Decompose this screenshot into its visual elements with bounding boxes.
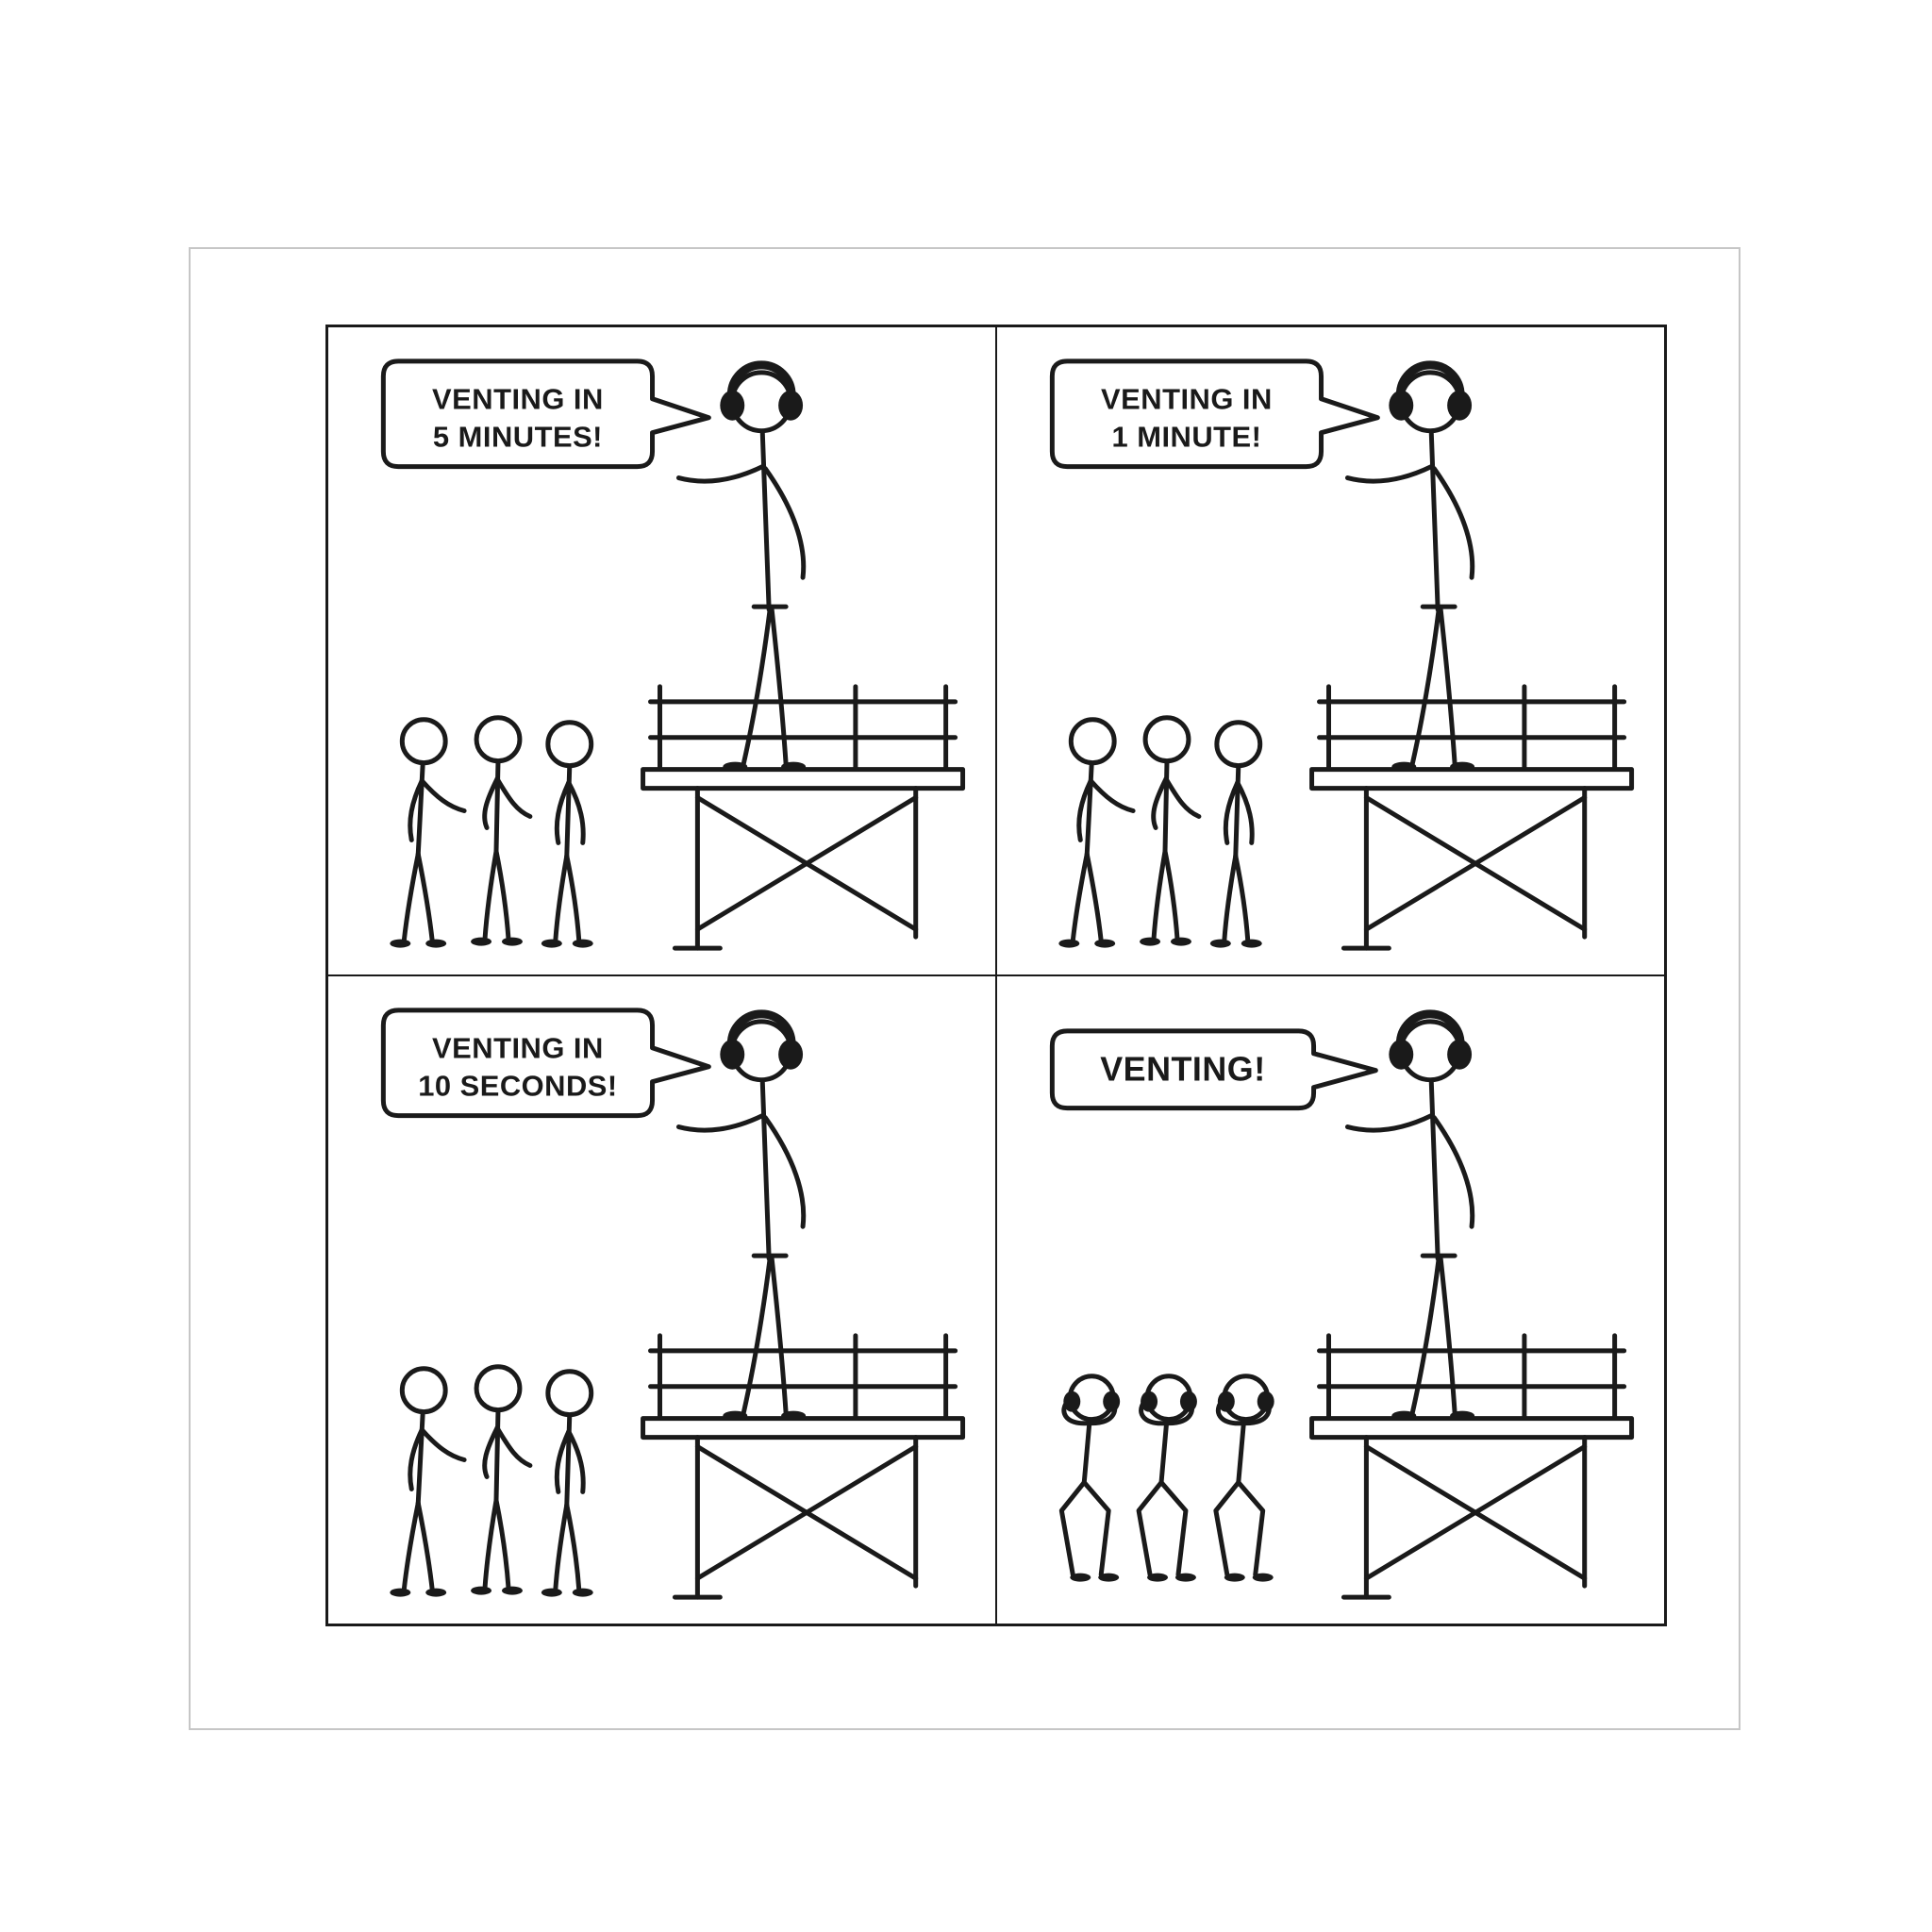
speech-bubble-line-1: VENTING IN [432,1032,604,1065]
panel-2-scene: VENTING IN 1 MINUTE! [997,327,1664,974]
comic-panel-3: VENTING IN 10 SECONDS! [327,975,996,1624]
bystanders-standing [390,1367,592,1597]
speech-bubble-line-2: 10 SECONDS! [418,1070,617,1103]
scaffold [643,1336,963,1597]
scaffold [1312,1336,1632,1597]
speech-bubble-line-1: VENTING! [1100,1051,1265,1089]
panel-3-scene: VENTING IN 10 SECONDS! [328,976,995,1624]
speech-bubble-line-2: 1 MINUTE! [1111,421,1261,454]
speech-bubble-line-2: 5 MINUTES! [433,421,603,454]
comic-grid: VENTING IN 5 MINUTES! VENTING IN 1 MINUT… [325,325,1667,1626]
announcer-figure-with-ear-muffs [1347,365,1474,772]
comic-panel-4: VENTING! [996,975,1665,1624]
bystanders-standing [390,718,592,948]
speech-bubble-line-1: VENTING IN [1101,383,1273,416]
scaffold [643,687,963,948]
bystanders-standing [1058,718,1261,948]
comic-panel-1: VENTING IN 5 MINUTES! [327,326,996,975]
panel-4-scene: VENTING! [997,976,1664,1624]
speech-bubble-line-1: VENTING IN [432,383,604,416]
comic-sheet: VENTING IN 5 MINUTES! VENTING IN 1 MINUT… [189,247,1740,1730]
panel-1-scene: VENTING IN 5 MINUTES! [328,327,995,974]
announcer-figure-with-ear-muffs [678,365,806,772]
bystanders-crouching-covering-ears [1061,1376,1274,1582]
announcer-figure-with-ear-muffs [678,1014,806,1421]
comic-panel-2: VENTING IN 1 MINUTE! [996,326,1665,975]
scaffold [1312,687,1632,948]
